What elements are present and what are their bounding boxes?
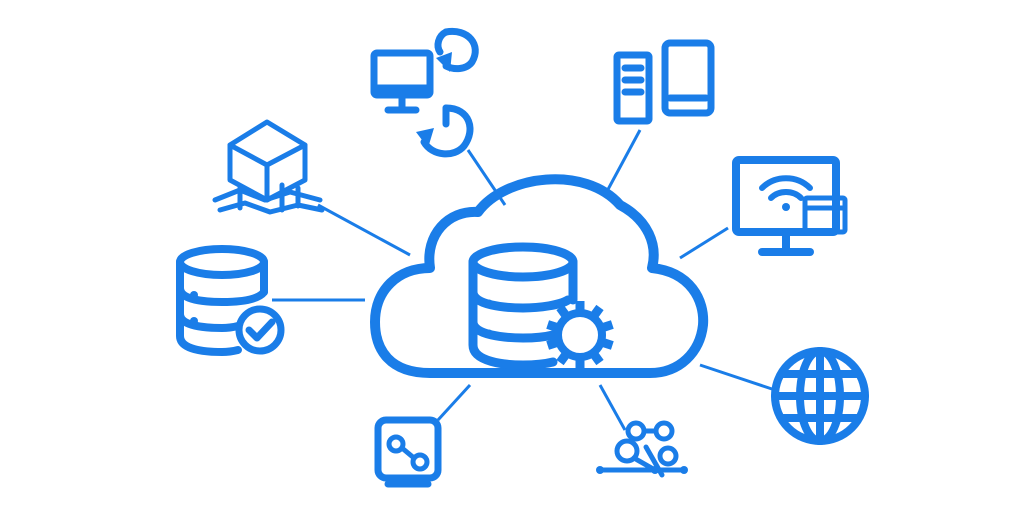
box-network-icon [212, 119, 325, 215]
connector-wifi [679, 226, 729, 260]
connector-devices [603, 129, 642, 196]
connector-globe [699, 363, 776, 392]
db-led [484, 329, 494, 339]
connectors [272, 129, 776, 431]
computer-sync-icon [370, 27, 479, 158]
arrow-head [436, 52, 452, 72]
connector-nodes-graph [598, 384, 627, 431]
arrow-head [416, 128, 434, 148]
gear-tooth [575, 301, 585, 313]
mini-window [802, 195, 848, 235]
monitor-wifi-icon [732, 156, 848, 256]
connector-workflow [436, 383, 472, 422]
graph-dot [651, 466, 659, 474]
cloud-database-settings-icon [370, 174, 709, 378]
graph-dot [596, 466, 604, 474]
globe-icon [771, 347, 869, 445]
db-led [190, 317, 198, 325]
server-and-phone-icon [613, 39, 715, 125]
db-led [190, 291, 198, 299]
database-check-icon [176, 245, 285, 356]
gear-tooth [575, 357, 585, 369]
graph-dot [680, 466, 688, 474]
wifi-dot [782, 203, 790, 211]
db-led [484, 299, 494, 309]
workflow-box-icon [374, 416, 442, 488]
node-graph-icon [596, 420, 688, 478]
connector-network [317, 203, 411, 257]
